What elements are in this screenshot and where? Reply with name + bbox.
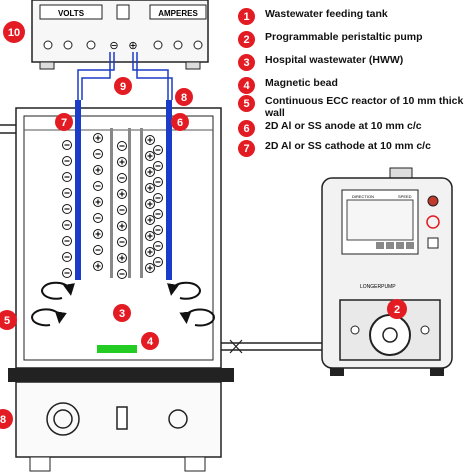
marker-8: 8 [181,92,187,104]
power-switch-icon[interactable] [116,406,128,430]
stirrer-knob-icon[interactable] [168,409,188,429]
electrical-wires [77,52,173,100]
pump-rotor-icon[interactable] [369,314,411,356]
circulation-arrow [167,281,201,300]
peristaltic-pump: DIRECTION SPEED LONGERPUMP [321,167,453,376]
amperes-label: AMPERES [158,9,198,18]
circulation-arrow [31,308,67,327]
magnetic-stirrer [8,368,234,472]
marker-5: 5 [4,315,10,327]
legend-item: 7 2D Al or SS cathode at 10 mm c/c [238,140,465,157]
power-supply: VOLTS AMPERES ⊖ ⊕ [31,0,209,70]
legend-item: 1 Wastewater feeding tank [238,8,465,25]
marker-7: 7 [61,117,67,129]
legend-label: 2D Al or SS anode at 10 mm c/c [265,120,422,132]
valve-icon[interactable] [229,339,243,354]
legend-label: 2D Al or SS cathode at 10 mm c/c [265,140,431,152]
pump-brand: LONGERPUMP [360,284,396,290]
diagram-markers: 10 9 8 7 6 5 3 4 2 8 [0,21,407,429]
legend-label: Continuous ECC reactor of 10 mm thick wa… [265,95,464,119]
marker-6: 6 [177,117,183,129]
pump-screen-right: SPEED [398,194,412,199]
marker-10: 10 [8,27,20,39]
knob-icon[interactable] [193,40,203,50]
marker-2: 2 [394,304,400,316]
knob-icon[interactable] [153,40,163,50]
pump-button[interactable] [427,237,439,249]
power-icon[interactable] [426,215,440,229]
legend-label: Wastewater feeding tank [265,8,388,20]
pump-screen [346,199,414,241]
pump-screen-left: DIRECTION [352,194,374,199]
legend-item: 6 2D Al or SS anode at 10 mm c/c [238,120,465,137]
marker-3: 3 [119,308,125,320]
legend-badge: 4 [238,77,255,94]
pump-button[interactable] [386,242,394,249]
legend-label: Programmable peristaltic pump [265,31,423,43]
legend-item: 4 Magnetic bead [238,77,465,94]
legend-badge: 3 [238,54,255,71]
circulation-arrow [179,308,215,327]
knob-icon[interactable] [43,40,53,50]
minus-terminal: ⊖ [109,40,118,52]
knob-icon[interactable] [63,40,73,50]
ion-field [62,133,163,279]
pump-button[interactable] [396,242,404,249]
flow-arrows [31,281,215,327]
legend-label: Hospital wastewater (HWW) [265,54,404,66]
legend-item: 3 Hospital wastewater (HWW) [238,54,465,71]
marker-9: 9 [120,81,126,93]
knob-icon[interactable] [86,40,96,50]
electrodes [75,100,172,280]
legend-badge: 5 [238,95,255,112]
plus-terminal: ⊕ [128,40,137,52]
pump-knob-icon[interactable] [427,195,439,207]
pump-button[interactable] [376,242,384,249]
legend-item: 2 Programmable peristaltic pump [238,31,465,48]
legend-label: Magnetic bead [265,77,338,89]
cathode-plate [75,100,81,280]
volts-label: VOLTS [58,9,85,18]
legend-badge: 1 [238,8,255,25]
anode-plate [166,100,172,280]
stirrer-knob-icon[interactable] [46,402,80,436]
pump-button[interactable] [406,242,414,249]
circulation-arrow [41,281,75,300]
legend-item: 5 Continuous ECC reactor of 10 mm thick … [238,95,465,119]
marker-4: 4 [147,336,154,348]
magnetic-bead [97,345,137,353]
legend-badge: 7 [238,140,255,157]
marker-stirrer: 8 [0,414,6,426]
legend-badge: 2 [238,31,255,48]
knob-icon[interactable] [173,40,183,50]
legend-badge: 6 [238,120,255,137]
